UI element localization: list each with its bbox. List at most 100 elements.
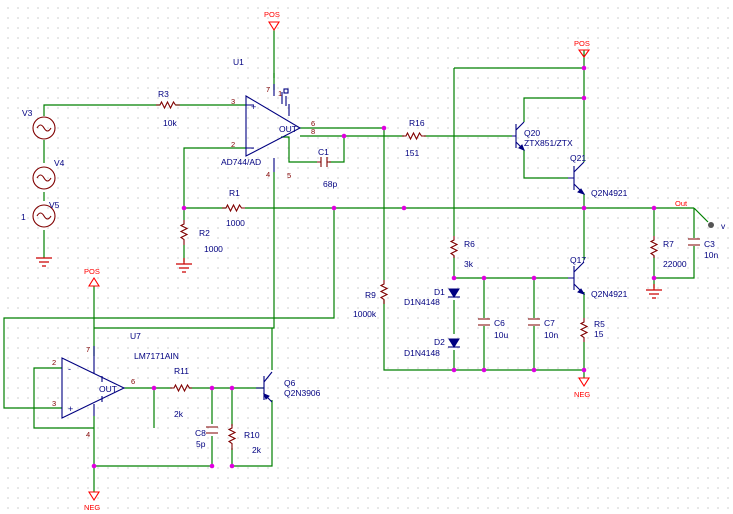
ref-label: C7 <box>544 318 555 328</box>
resistor-r5[interactable]: R5 15 <box>579 318 605 342</box>
opamp-minus: - <box>68 364 71 374</box>
ref-label: R6 <box>464 239 475 249</box>
resistor-r9[interactable]: R9 1000k <box>353 280 389 319</box>
resistor-r16[interactable]: R16 151 <box>402 118 426 158</box>
pin-label: 5 <box>287 171 291 180</box>
pin-label: 8 <box>311 127 315 136</box>
value-label: 10n <box>704 250 718 260</box>
value-label: 22000 <box>663 259 687 269</box>
ref-label: R10 <box>244 430 260 440</box>
ref-label: R2 <box>199 228 210 238</box>
power-label: POS <box>574 39 590 48</box>
pin-label: 7 <box>86 345 90 354</box>
junction <box>209 463 215 469</box>
junction <box>581 205 587 211</box>
model-label: AD744/AD <box>221 157 261 167</box>
diode-d2[interactable]: D2 D1N4148 <box>404 337 460 358</box>
neg-symbol-q17[interactable]: NEG <box>574 377 590 399</box>
value-label: 5p <box>196 439 206 449</box>
capacitor-c1[interactable]: C1 68p <box>317 147 337 189</box>
pin-label: 2 <box>231 140 235 149</box>
value-label: 2k <box>174 409 184 419</box>
junction <box>331 205 337 211</box>
ref-label: Q21 <box>570 153 586 163</box>
opamp-u1[interactable]: + - OUT U1 AD744/AD 3 2 7 1 4 5 6 8 <box>221 57 315 180</box>
power-label: NEG <box>574 390 590 399</box>
model-label: LM7171AIN <box>134 351 179 361</box>
junction <box>91 463 97 469</box>
junction <box>151 385 157 391</box>
resistor-r1[interactable]: R1 1000 <box>222 188 245 228</box>
power-label: POS <box>84 267 100 276</box>
value-label: 10k <box>163 118 177 128</box>
ref-label: C6 <box>494 318 505 328</box>
ref-label: R3 <box>158 89 169 99</box>
value-label: 15 <box>594 329 604 339</box>
value-label: 10n <box>544 330 558 340</box>
pin-label: 6 <box>131 377 135 386</box>
opamp-u7[interactable]: - + OUT U7 LM7171AIN 2 3 7 4 6 <box>52 331 179 439</box>
value-label: 1000k <box>353 309 377 319</box>
probe-label: v <box>721 221 726 231</box>
pos-symbol-u7[interactable]: POS <box>84 267 100 287</box>
wires <box>3 30 709 492</box>
resistor-r6[interactable]: R6 3k <box>449 236 475 269</box>
ref-label: R11 <box>174 366 189 376</box>
value-label: 1000 <box>204 244 223 254</box>
pin-label: 4 <box>86 430 90 439</box>
power-label: NEG <box>84 503 100 512</box>
power-label: POS <box>264 10 280 19</box>
resistor-r10[interactable]: R10 2k <box>227 424 262 455</box>
opamp-out: OUT <box>279 124 297 134</box>
transistor-q6[interactable]: Q6 Q2N3906 <box>256 371 321 403</box>
pin-label: 6 <box>311 119 315 128</box>
junctions <box>91 65 657 469</box>
transistor-q17[interactable]: Q17 Q2N4921 <box>568 255 628 299</box>
opamp-minus: - <box>251 143 254 153</box>
ref-label: R5 <box>594 319 605 329</box>
pos-symbol-u1[interactable]: POS <box>264 10 280 32</box>
pos-symbol-q21[interactable]: POS <box>574 39 591 58</box>
junction <box>209 385 215 391</box>
transistor-q21[interactable]: Q21 Q2N4921 <box>568 130 628 198</box>
voltage-source-v5[interactable]: V5 1 <box>21 200 60 228</box>
voltage-probe-icon[interactable]: v <box>708 221 726 231</box>
ref-label: V5 <box>49 200 60 210</box>
junction <box>451 275 457 281</box>
voltage-source-v3[interactable]: V3 <box>22 108 56 140</box>
value-label: 3k <box>464 259 474 269</box>
capacitor-c6[interactable]: C6 10u <box>478 318 508 340</box>
junction <box>581 95 587 101</box>
ref-label: R7 <box>663 239 674 249</box>
resistor-r3[interactable]: R3 10k <box>156 89 180 128</box>
ref-label: C8 <box>195 428 206 438</box>
voltage-source-v4[interactable]: V4 <box>32 158 65 190</box>
ref-label: Q17 <box>570 255 586 265</box>
capacitor-c7[interactable]: C7 10n <box>528 318 558 340</box>
ref-label: C3 <box>704 239 715 249</box>
value-label: 10u <box>494 330 508 340</box>
ref-label: Q6 <box>284 378 296 388</box>
ref-label: U7 <box>130 331 141 341</box>
ref-label: U1 <box>233 57 244 67</box>
junction <box>531 275 537 281</box>
value-label: 68p <box>323 179 337 189</box>
capacitor-c3[interactable]: C3 10n <box>688 238 718 260</box>
neg-symbol-u7[interactable]: NEG <box>84 491 100 512</box>
resistor-r2[interactable]: R2 1000 <box>179 220 223 254</box>
model-label: D1N4148 <box>404 348 440 358</box>
junction <box>651 205 657 211</box>
ref-label: R1 <box>229 188 240 198</box>
transistor-q20[interactable]: Q20 ZTX851/ZTX <box>512 121 573 151</box>
ground-symbol <box>176 258 192 273</box>
resistor-r7[interactable]: R7 22000 <box>649 236 687 269</box>
diode-d1[interactable]: D1 D1N4148 <box>404 287 460 307</box>
junction <box>451 367 457 373</box>
junction <box>229 385 235 391</box>
junction <box>581 367 587 373</box>
capacitor-c8[interactable]: C8 5p <box>195 426 218 449</box>
resistor-r11[interactable]: R11 2k <box>170 366 192 419</box>
junction <box>229 463 235 469</box>
opamp-plus: + <box>68 404 73 414</box>
